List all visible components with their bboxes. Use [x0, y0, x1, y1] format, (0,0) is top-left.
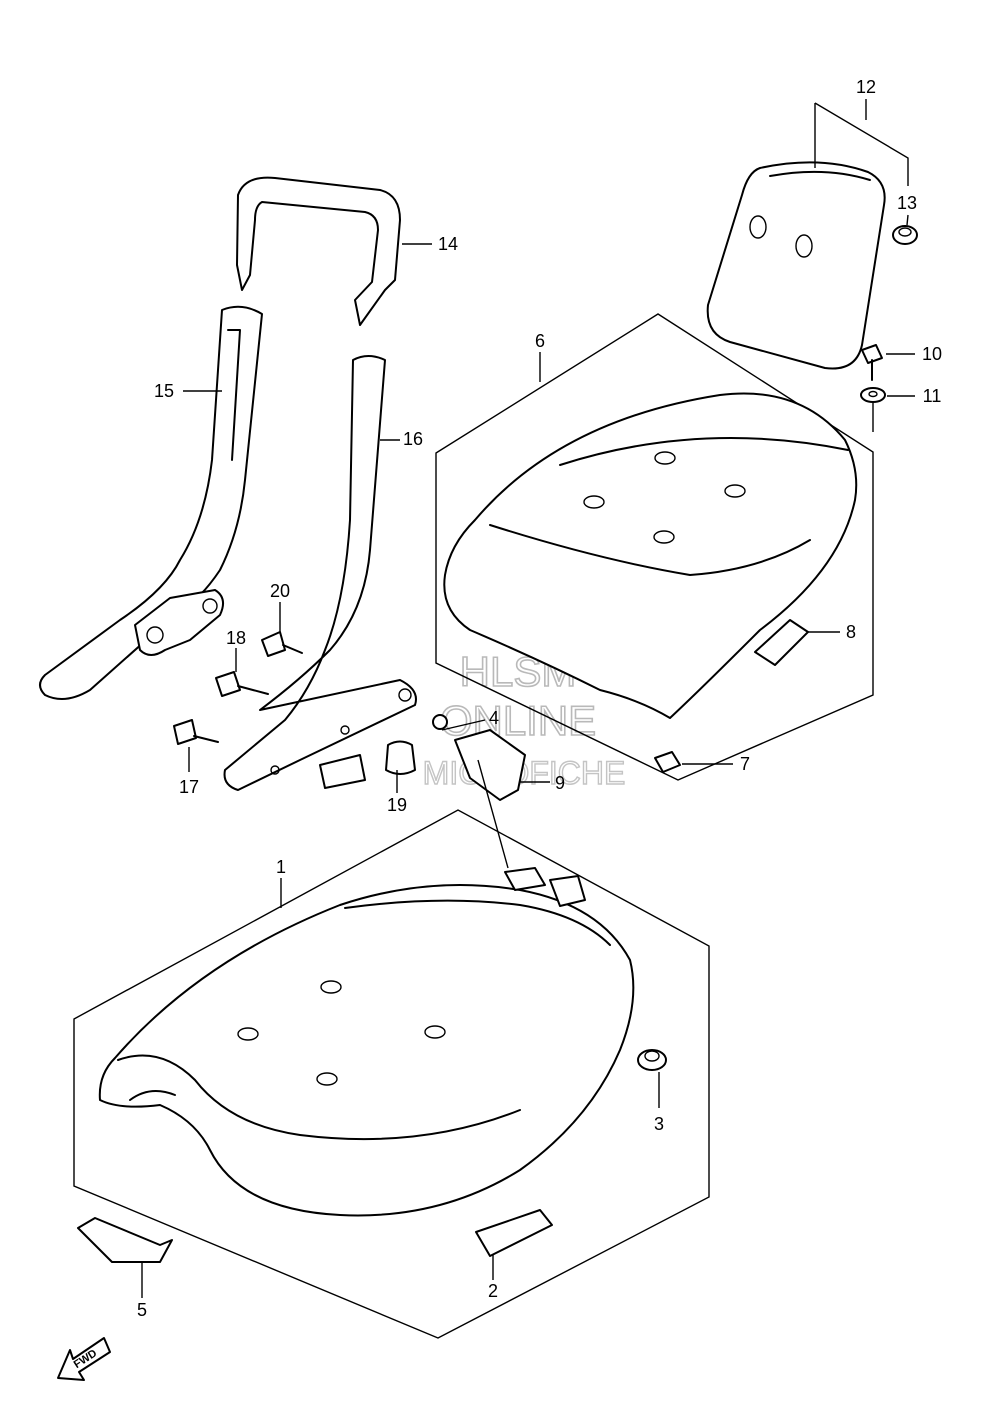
callout-1: 1	[276, 857, 286, 877]
callout-20: 20	[270, 581, 290, 601]
callout-18: 18	[226, 628, 246, 648]
callout-6: 6	[535, 331, 545, 351]
callout-14: 14	[438, 234, 458, 254]
callout-9: 9	[555, 773, 565, 793]
callout-11: 11	[923, 386, 942, 406]
callout-4: 4	[489, 708, 499, 728]
grab-handle	[236, 176, 401, 326]
callout-3: 3	[654, 1114, 664, 1134]
passenger-seat-group-box	[435, 313, 874, 781]
callout-labels: 12 13 10 11 14 15 16 6 8 7 4 9 20 18 17 …	[137, 77, 942, 1320]
callout-16: 16	[403, 429, 423, 449]
callout-7: 7	[740, 754, 750, 774]
callout-5: 5	[137, 1300, 147, 1320]
callout-19: 19	[387, 795, 407, 815]
callout-13: 13	[897, 193, 917, 213]
front-seat	[98, 867, 635, 1217]
passenger-seat	[443, 392, 858, 719]
left-stay	[39, 305, 263, 700]
fasteners	[77, 225, 918, 1263]
forward-direction-arrow: FWD	[57, 1337, 111, 1381]
callout-2: 2	[488, 1281, 498, 1301]
right-stay	[223, 355, 417, 791]
backrest-pad	[706, 161, 886, 370]
leader-lines	[141, 99, 915, 1298]
callout-12: 12	[856, 77, 876, 97]
callout-10: 10	[922, 344, 942, 364]
callout-8: 8	[846, 622, 856, 642]
callout-15: 15	[154, 381, 174, 401]
callout-17: 17	[179, 777, 199, 797]
front-seat-group-box	[73, 809, 710, 1339]
